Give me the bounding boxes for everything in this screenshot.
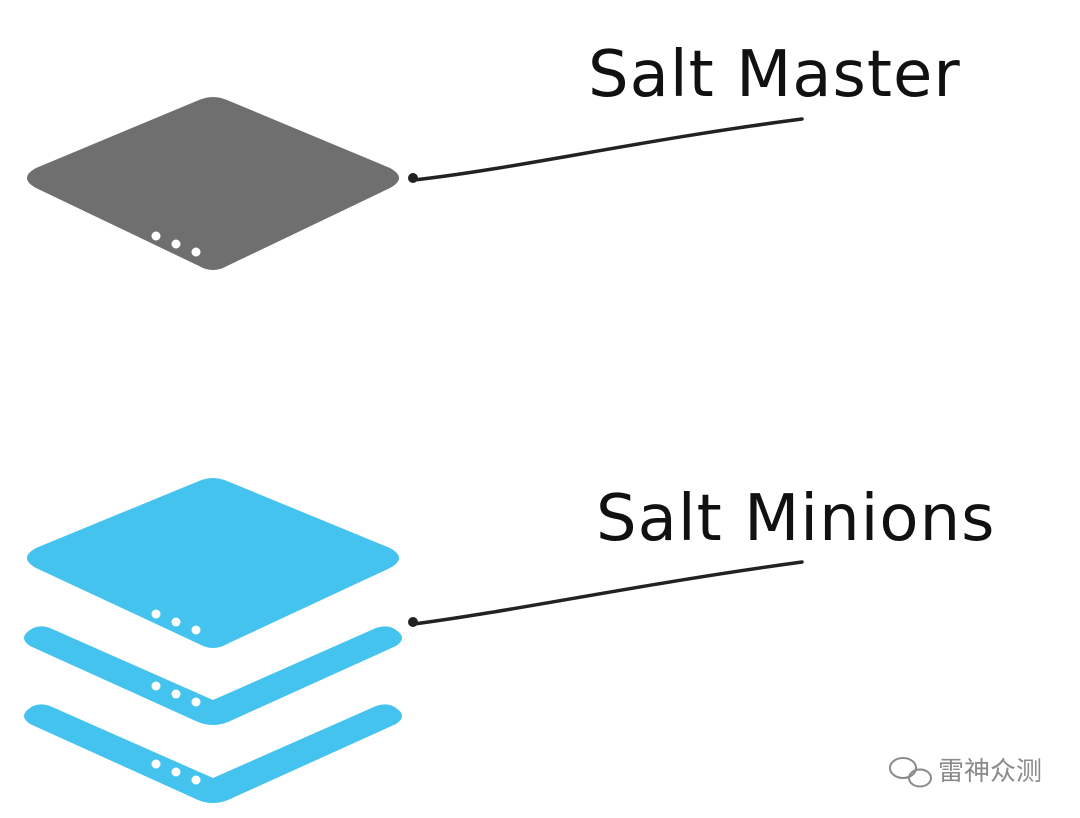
- minion-server-slab-bottom: [24, 704, 402, 803]
- minion-server-slab-top: [27, 478, 399, 648]
- master-connector: [408, 117, 804, 183]
- master-connector-knot: [408, 173, 418, 183]
- minion-server-slab-middle: [24, 626, 402, 725]
- salt-minions-label: Salt Minions: [596, 482, 995, 556]
- minions-connector-line: [412, 560, 804, 626]
- minion-led-dot: [151, 609, 161, 619]
- wechat-icon: [889, 757, 932, 788]
- watermark-text: 雷神众测: [938, 757, 1042, 787]
- minion-led-dot: [151, 759, 161, 769]
- master-led-dot: [191, 247, 201, 257]
- minion-led-dot: [191, 775, 201, 785]
- minion-led-dot: [191, 625, 201, 635]
- master-connector-line: [412, 117, 804, 182]
- minion-led-dot: [171, 617, 181, 627]
- master-led-dot: [151, 231, 161, 241]
- salt-master-server-icon: [27, 97, 399, 270]
- master-server-slab: [27, 97, 399, 270]
- minion-led-dot: [171, 767, 181, 777]
- minion-led-dot: [191, 697, 201, 707]
- minion-led-dot: [151, 681, 161, 691]
- salt-minions-server-stack-icon: [24, 478, 402, 803]
- minions-connector-knot: [408, 617, 418, 627]
- master-led-dot: [171, 239, 181, 249]
- watermark: 雷神众测: [889, 757, 1042, 788]
- salt-master-label: Salt Master: [588, 38, 961, 112]
- minion-led-dot: [171, 689, 181, 699]
- minions-connector: [408, 560, 804, 627]
